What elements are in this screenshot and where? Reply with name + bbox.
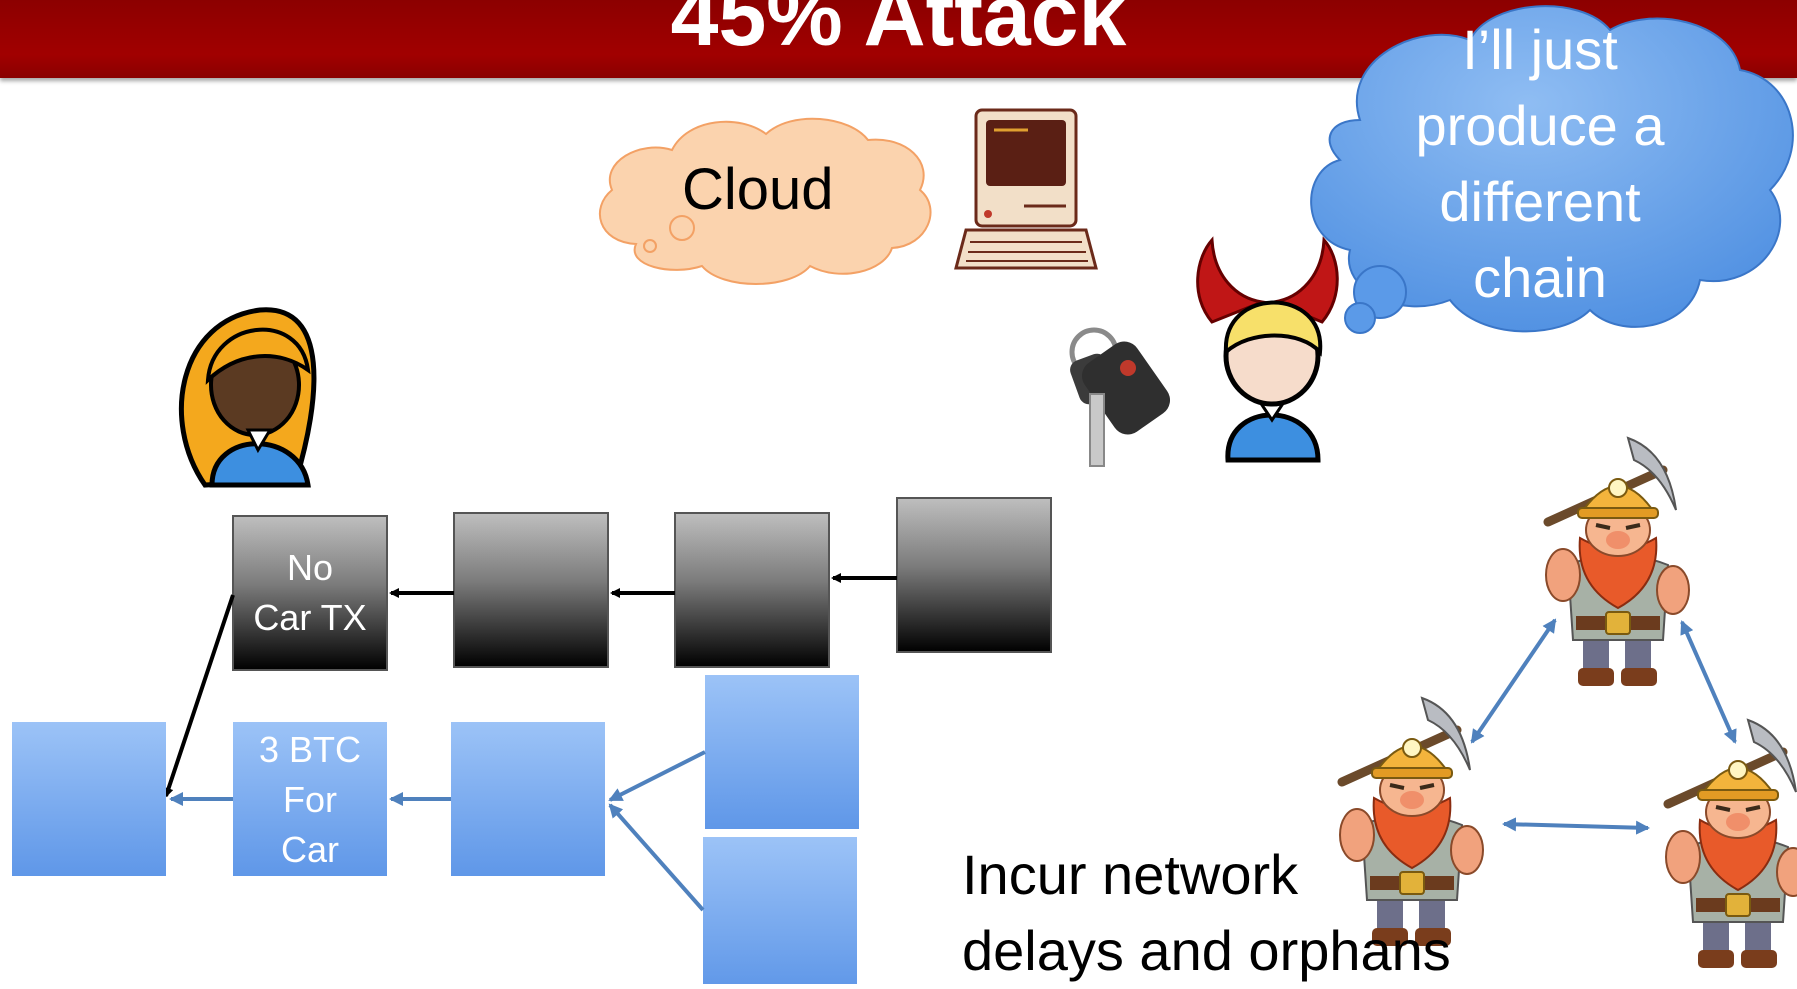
main-block-2	[453, 512, 609, 668]
block-label-line: No	[286, 547, 334, 588]
dwarf-miner-icon	[1546, 438, 1689, 686]
caption-line: delays and orphans	[962, 919, 1451, 982]
speech-line: produce a	[1415, 94, 1665, 157]
fork-block-2	[233, 722, 387, 876]
fork-block-1	[12, 722, 166, 876]
speech-line: chain	[1473, 246, 1607, 309]
fork-chain	[12, 675, 859, 984]
speech-line: I’ll just	[1462, 18, 1618, 81]
block-label-line: For	[283, 779, 337, 820]
alice-user-icon	[178, 307, 317, 488]
main-block-4	[896, 497, 1052, 653]
cloud-shape	[598, 117, 932, 285]
car-keys-icon	[1069, 327, 1171, 467]
cloud-label: Cloud	[682, 157, 834, 222]
block-label-line: 3 BTC	[258, 729, 362, 770]
miner-network	[1340, 438, 1797, 968]
slide-title: 45% Attack	[670, 0, 1127, 64]
speech-bubble-text: I’ll just produce a different chain	[1370, 12, 1710, 316]
no-car-tx-label: No Car TX	[233, 543, 387, 643]
fork-block-4a	[705, 675, 859, 829]
attacker-devil-icon	[1196, 236, 1339, 463]
main-block-1	[232, 515, 388, 671]
block-label-line: Car TX	[253, 597, 367, 638]
caption-line: Incur network	[962, 843, 1299, 906]
computer-icon	[954, 108, 1098, 270]
main-chain	[163, 497, 1052, 798]
speech-line: different	[1439, 170, 1641, 233]
caption: Incur network delays and orphans	[962, 837, 1451, 989]
fork-block-4b	[703, 837, 857, 984]
main-block-3	[674, 512, 830, 668]
fork-block-3	[451, 722, 605, 876]
block-label-line: Car	[280, 829, 339, 870]
thought-cloud	[1310, 5, 1794, 334]
dwarf-miner-icon	[1666, 720, 1797, 968]
btc-for-car-label: 3 BTC For Car	[233, 725, 387, 875]
